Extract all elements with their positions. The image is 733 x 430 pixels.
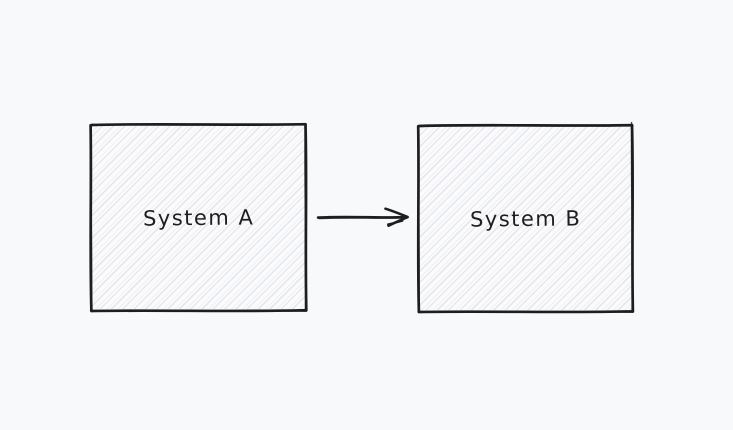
- node-system-a-outline[interactable]: [89, 122, 308, 313]
- node-system-a[interactable]: System A: [92, 126, 305, 309]
- arrow-a-to-b[interactable]: [316, 207, 409, 227]
- node-system-b[interactable]: System B: [420, 127, 631, 310]
- node-system-b-outline[interactable]: [416, 121, 635, 314]
